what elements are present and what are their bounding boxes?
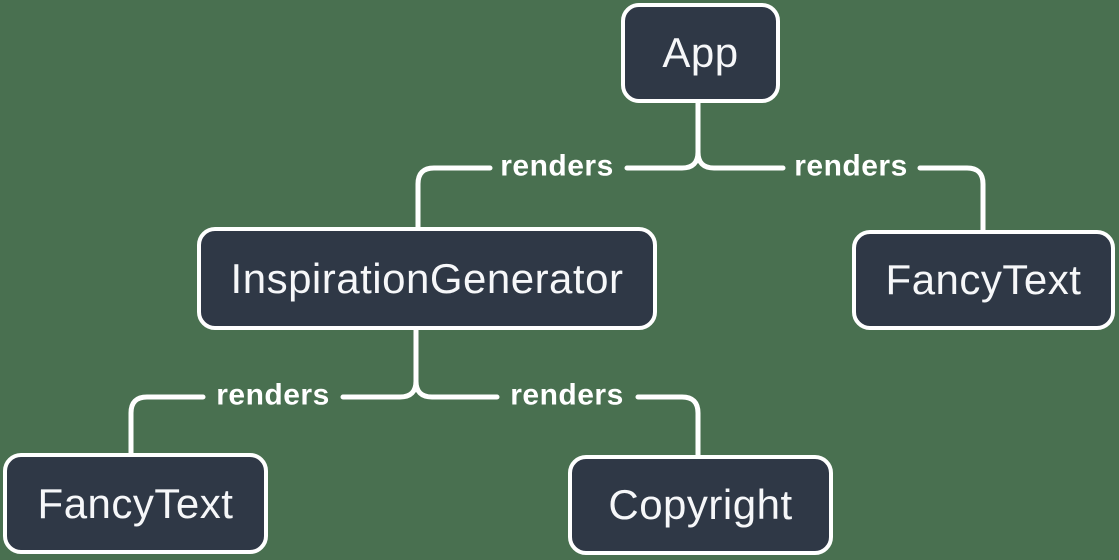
edge-app-to-inspirationgenerator-stem: [624, 100, 701, 171]
edge-inspirationgenerator-to-copyright-tail: [635, 394, 701, 458]
edge-inspirationgenerator-to-fancytext-stem: [340, 327, 419, 400]
edge-label-app-fancytext: renders: [794, 149, 908, 183]
node-copyright-label: Copyright: [608, 481, 793, 528]
node-fancy-text-bottom-label: FancyText: [37, 479, 234, 527]
edge-inspirationgenerator-to-copyright-stem: [413, 327, 500, 400]
node-inspiration-generator-label: InspirationGenerator: [230, 254, 624, 302]
node-fancy-text-top: FancyText: [852, 230, 1115, 330]
node-fancy-text-top-label: FancyText: [885, 256, 1082, 303]
edge-label-app-inspirationgenerator: renders: [500, 149, 614, 183]
edge-label-inspirationgenerator-copyright: renders: [510, 378, 624, 412]
edge-inspirationgenerator-to-fancytext-tail: [128, 394, 206, 456]
edge-label-inspirationgenerator-fancytext: renders: [216, 378, 330, 412]
edge-app-to-fancytext-stem: [695, 100, 786, 171]
node-fancy-text-bottom: FancyText: [3, 453, 268, 554]
node-copyright: Copyright: [568, 455, 833, 555]
edge-app-to-fancytext-tail: [917, 165, 986, 233]
node-app: App: [621, 3, 780, 103]
node-app-label: App: [662, 29, 739, 76]
node-inspiration-generator: InspirationGenerator: [197, 227, 657, 330]
edge-app-to-inspirationgenerator-tail: [415, 165, 493, 230]
